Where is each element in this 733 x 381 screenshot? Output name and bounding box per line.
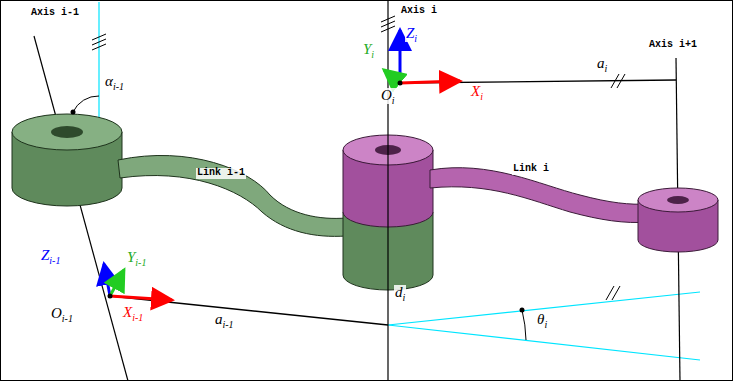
joint-top xyxy=(12,114,122,150)
angle-arc xyxy=(73,96,99,112)
parallel-marks xyxy=(92,16,625,300)
angle-dot xyxy=(520,308,525,313)
angle-arc xyxy=(522,310,526,340)
link-length: ai xyxy=(596,56,608,72)
link-bar xyxy=(430,168,648,223)
joint-top xyxy=(638,188,718,212)
joint-hole xyxy=(667,196,689,204)
coordinate-frame xyxy=(104,264,172,300)
frame-axis-label: Zi xyxy=(405,26,418,42)
projected-x xyxy=(388,325,700,360)
joint-axis xyxy=(387,0,388,381)
twist-angle: αi-1 xyxy=(104,74,125,90)
joint-hole xyxy=(51,126,83,138)
frame-axis-label: Yi xyxy=(362,42,375,58)
axis-label: Axis i+1 xyxy=(648,40,698,51)
frame-axis-label: Zi-1 xyxy=(40,248,61,264)
link-length: ai-1 xyxy=(214,312,235,328)
link-bar xyxy=(118,155,346,236)
angle-dot xyxy=(71,110,76,115)
common-normal xyxy=(110,296,388,325)
link-label: Link i-1 xyxy=(196,168,246,179)
origin-label: Oi xyxy=(380,88,396,104)
common-normal xyxy=(400,80,676,83)
link-label: Link i xyxy=(512,164,550,175)
axis-label: Axis i-1 xyxy=(30,8,80,19)
origin-label: Oi-1 xyxy=(50,306,74,322)
joint-angle: θi xyxy=(536,312,548,328)
coordinate-frame xyxy=(384,30,460,86)
link-offset: di xyxy=(394,285,406,301)
frame-axis-label: Xi xyxy=(470,84,484,100)
joint-axis xyxy=(34,36,128,381)
axis-label: Axis i xyxy=(400,6,438,17)
projected-axis xyxy=(98,2,99,118)
frame-axis-label: Yi-1 xyxy=(126,250,147,266)
frame-axis-label: Xi-1 xyxy=(122,305,144,321)
